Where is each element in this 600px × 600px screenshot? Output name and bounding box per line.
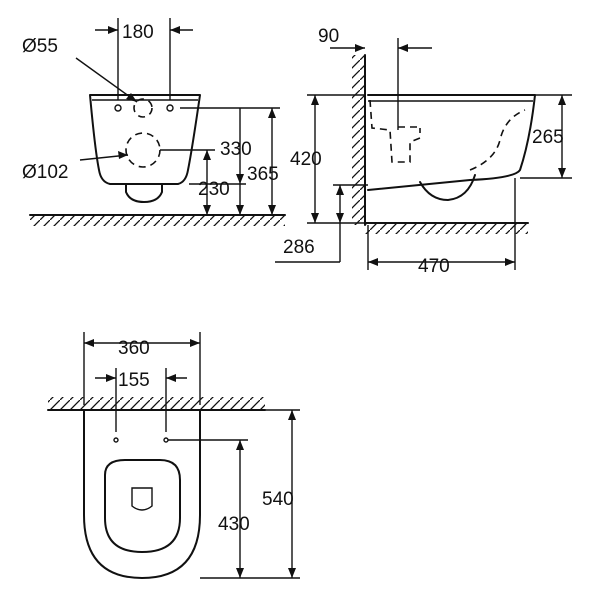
side-floor-hatch — [365, 224, 528, 234]
side-wall-hatch — [352, 55, 365, 225]
top-toilet-outline — [83, 409, 201, 579]
front-toilet-body — [89, 94, 201, 185]
dim-286-label: 286 — [283, 237, 315, 258]
dim-265-label: 265 — [532, 127, 564, 148]
front-fixing-hole-right — [166, 104, 174, 112]
side-trap-line — [469, 109, 526, 171]
dim-540-label: 540 — [262, 489, 294, 510]
top-bowl-opening — [104, 459, 181, 553]
front-floor-hatch — [30, 216, 285, 226]
dim-155-label: 155 — [118, 370, 150, 391]
dim-360-label: 360 — [118, 338, 150, 359]
front-fixing-hole-left — [114, 104, 122, 112]
front-inlet-circle — [133, 98, 153, 118]
front-view: 180 Ø55 Ø102 330 230 365 — [22, 18, 286, 226]
side-inner-channel — [369, 99, 421, 163]
side-view: 90 420 286 265 470 — [275, 26, 572, 277]
dim-430-label: 430 — [218, 514, 250, 535]
front-outlet — [125, 183, 163, 203]
top-drain — [131, 487, 153, 511]
dim-230-label: 230 — [198, 179, 230, 200]
dim-180-label: 180 — [122, 22, 154, 43]
dim-diam-102-label: Ø102 — [22, 162, 68, 183]
dim-470-label: 470 — [418, 256, 450, 277]
dim-420-label: 420 — [290, 149, 322, 170]
dim-330-label: 330 — [220, 139, 252, 160]
side-toilet-body — [367, 94, 536, 191]
top-wall-hatch — [48, 397, 265, 410]
dim-diam-55-label: Ø55 — [22, 36, 58, 57]
dim-90-label: 90 — [318, 26, 339, 47]
front-drain-circle — [125, 132, 161, 168]
dim-365-label: 365 — [247, 164, 279, 185]
side-bowl — [419, 174, 476, 201]
top-view: 360 155 430 540 — [47, 332, 300, 579]
